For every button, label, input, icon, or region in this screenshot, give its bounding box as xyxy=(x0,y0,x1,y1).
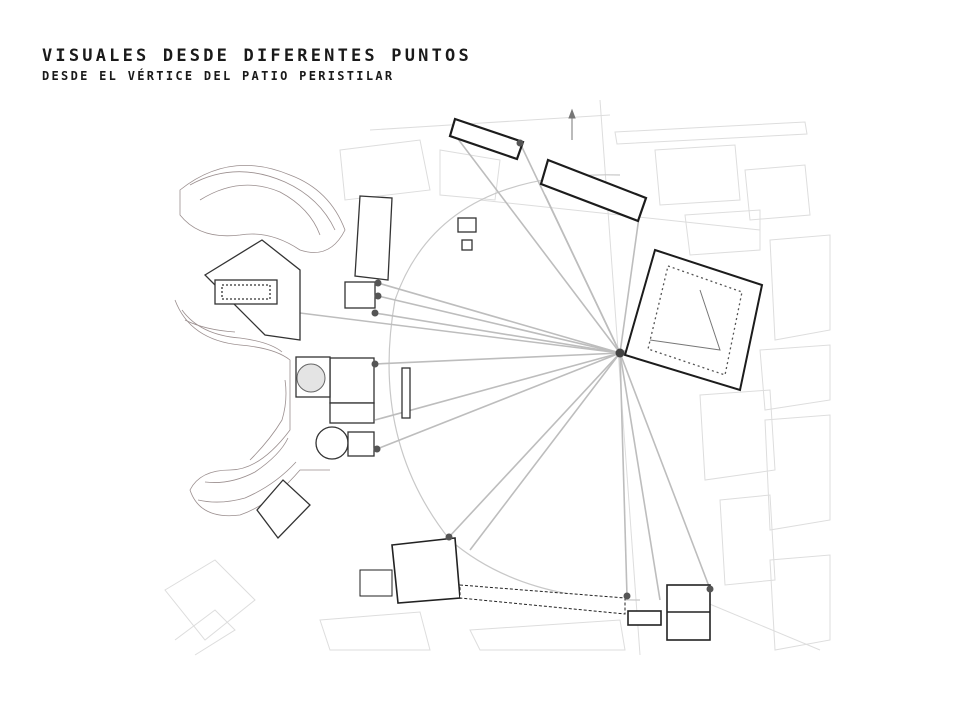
bottom-buildings xyxy=(359,537,711,641)
view-point xyxy=(374,292,382,300)
building-south-3 xyxy=(627,610,662,626)
view-point xyxy=(516,139,524,147)
garden-circle xyxy=(296,363,326,393)
sight-line xyxy=(619,352,711,590)
view-point xyxy=(706,585,714,593)
sight-lines xyxy=(299,134,741,601)
sight-line xyxy=(448,352,621,538)
building-west-1 xyxy=(354,195,393,281)
building-north-1 xyxy=(448,117,525,161)
bench xyxy=(401,367,411,419)
visibility-arc xyxy=(388,174,641,601)
temple-colonnade xyxy=(221,284,271,300)
title-block: VISUALES DESDE DIFERENTES PUNTOS DESDE E… xyxy=(42,46,472,84)
sight-line xyxy=(544,194,621,354)
sight-line xyxy=(376,352,621,450)
north-arrow xyxy=(568,108,576,140)
sight-line xyxy=(374,352,621,421)
peristyle-vertex-point xyxy=(615,348,625,358)
view-point xyxy=(374,279,382,287)
view-point xyxy=(445,533,453,541)
rotunda xyxy=(315,426,349,460)
sight-line xyxy=(469,352,621,551)
building-north-2 xyxy=(539,158,648,223)
view-point xyxy=(373,445,381,453)
building-south-1 xyxy=(391,537,461,604)
peristyle-courtyard xyxy=(623,248,764,392)
left-buildings xyxy=(203,195,477,539)
building-west-2 xyxy=(344,281,376,309)
building-southwest xyxy=(256,479,311,539)
peristyle-outer xyxy=(623,248,764,392)
sight-line xyxy=(619,352,661,601)
view-point xyxy=(371,309,379,317)
page-subtitle: DESDE EL VÉRTICE DEL PATIO PERISTILAR xyxy=(42,69,395,83)
top-buildings xyxy=(448,117,648,223)
page-title: VISUALES DESDE DIFERENTES PUNTOS xyxy=(42,46,472,66)
sight-line xyxy=(619,209,641,354)
building-south-2 xyxy=(359,569,393,597)
sight-line xyxy=(377,282,621,354)
view-points xyxy=(371,139,714,600)
sight-line xyxy=(374,352,621,365)
peristyle-inner-lines xyxy=(649,289,721,351)
building-west-6 xyxy=(347,431,375,457)
hillside-hatch xyxy=(174,165,346,517)
sight-line xyxy=(454,134,621,354)
sight-line xyxy=(377,295,621,354)
kiosk xyxy=(457,217,477,233)
building-west-5 xyxy=(329,402,375,424)
north-arrow-head xyxy=(568,108,576,119)
building-west-3 xyxy=(329,357,375,404)
kiosk-small xyxy=(461,239,473,251)
sight-line xyxy=(619,352,628,597)
sight-line xyxy=(374,312,621,354)
sight-line xyxy=(299,312,621,354)
view-point xyxy=(623,592,631,600)
view-point xyxy=(371,360,379,368)
south-colonnade xyxy=(459,584,626,615)
